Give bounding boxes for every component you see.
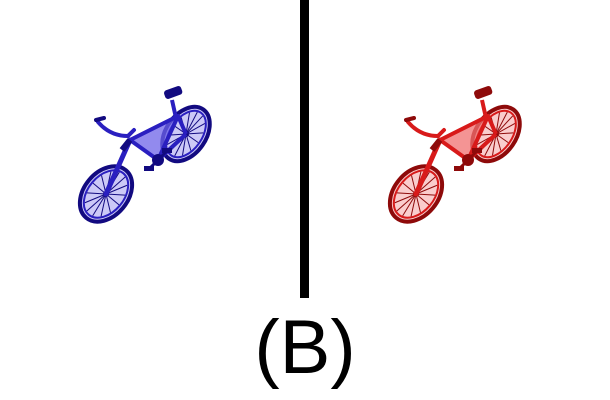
- red-bicycle-icon: [387, 86, 522, 224]
- blue-bicycle-icon: [77, 86, 212, 224]
- bicycle-icon: [77, 86, 212, 224]
- bicycle-icon: [387, 86, 522, 224]
- panel-caption: (B): [254, 305, 356, 390]
- vertical-divider: [300, 0, 309, 298]
